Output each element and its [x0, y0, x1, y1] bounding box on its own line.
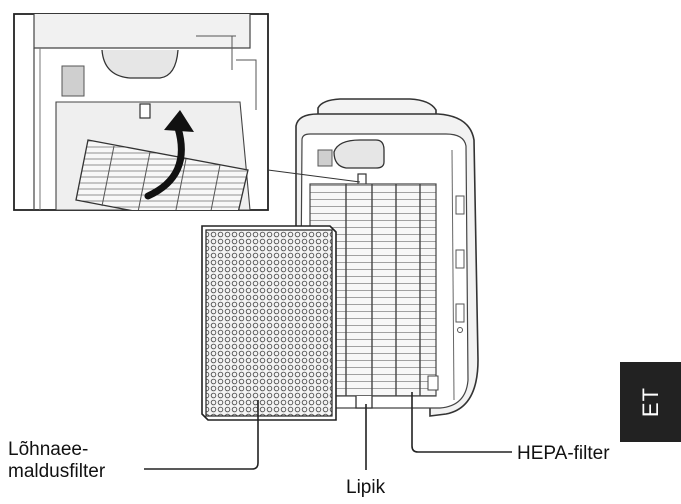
language-tab: ET — [620, 362, 681, 442]
hepa-filter-label: HEPA-filter — [517, 443, 610, 464]
detail-inset — [13, 13, 269, 211]
hepa-filter — [309, 183, 439, 409]
tab-label: Lipik — [346, 477, 386, 498]
inset-connector — [267, 169, 361, 183]
odor-filter-label-line1: Lõhnaee- — [8, 439, 89, 460]
leader-odor-filter — [144, 400, 259, 470]
lift-arrow-icon — [144, 124, 185, 200]
language-code: ET — [637, 386, 663, 418]
odor-filter-label-line2: maldusfilter — [8, 461, 106, 482]
leader-hepa — [411, 392, 512, 453]
odor-removal-filter — [201, 225, 337, 421]
